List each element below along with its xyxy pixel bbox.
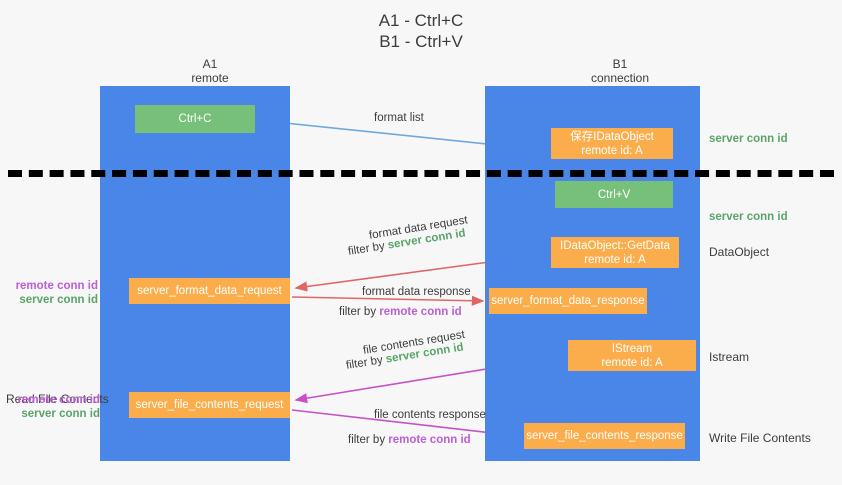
label-server-conn-id-top: server conn id <box>709 133 788 145</box>
box-server-format-data-response[interactable]: server_format_data_response <box>489 288 647 314</box>
arrow-label-file-contents-response-filter: filter by remote conn id <box>348 433 471 448</box>
arrow-label-file-contents-response: file contents response <box>374 409 486 421</box>
label-group-conn-ids-format: remote conn id server conn id <box>8 279 98 307</box>
filter-value-remote-conn-id-1: remote conn id <box>379 306 462 318</box>
label-server-conn-id-mid: server conn id <box>709 211 788 223</box>
box-istream[interactable]: IStream remote id: A <box>568 340 696 371</box>
label-server-conn-id: server conn id <box>19 294 98 306</box>
box-idataobject-store[interactable]: 保存IDataObject remote id: A <box>551 128 673 159</box>
label-write-file-contents: Write File Contents <box>709 431 811 445</box>
label-remote-conn-id: remote conn id <box>15 280 98 292</box>
arrow-format-data-response <box>291 295 485 306</box>
filter-prefix-2: filter by <box>339 306 380 318</box>
label-group-conn-ids-file: remote conn id server conn id <box>8 393 100 421</box>
arrow-file-contents-response <box>291 409 520 440</box>
arrow-label-format-data-response-filter: filter by remote conn id <box>339 305 462 320</box>
arrow-label-format-list: format list <box>374 112 424 124</box>
box-ctrl-c[interactable]: Ctrl+C <box>135 105 255 133</box>
filter-prefix-4: filter by <box>348 434 389 446</box>
page-title: A1 - Ctrl+C B1 - Ctrl+V <box>378 11 464 51</box>
box-server-format-data-request[interactable]: server_format_data_request <box>129 278 290 304</box>
box-ctrl-v[interactable]: Ctrl+V <box>555 181 673 208</box>
box-idataobject-getdata[interactable]: IDataObject::GetData remote id: A <box>551 237 679 268</box>
label-read-file-contents: Read File Contents <box>6 392 109 406</box>
column-header-b1: B1 connection <box>590 57 650 85</box>
dashed-separator <box>8 170 834 177</box>
label-server-conn-id-2: server conn id <box>21 408 100 420</box>
column-header-a1: A1 remote <box>191 57 229 85</box>
filter-value-remote-conn-id-2: remote conn id <box>388 434 471 446</box>
box-server-file-contents-response[interactable]: server_file_contents_response <box>524 423 685 449</box>
label-dataobject: DataObject <box>709 245 770 259</box>
label-remote-conn-id-2: remote conn id <box>17 394 100 406</box>
label-istream: Istream <box>709 350 750 364</box>
arrow-label-format-data-response: format data response <box>362 286 471 298</box>
box-server-file-contents-request[interactable]: server_file_contents_request <box>129 392 290 418</box>
